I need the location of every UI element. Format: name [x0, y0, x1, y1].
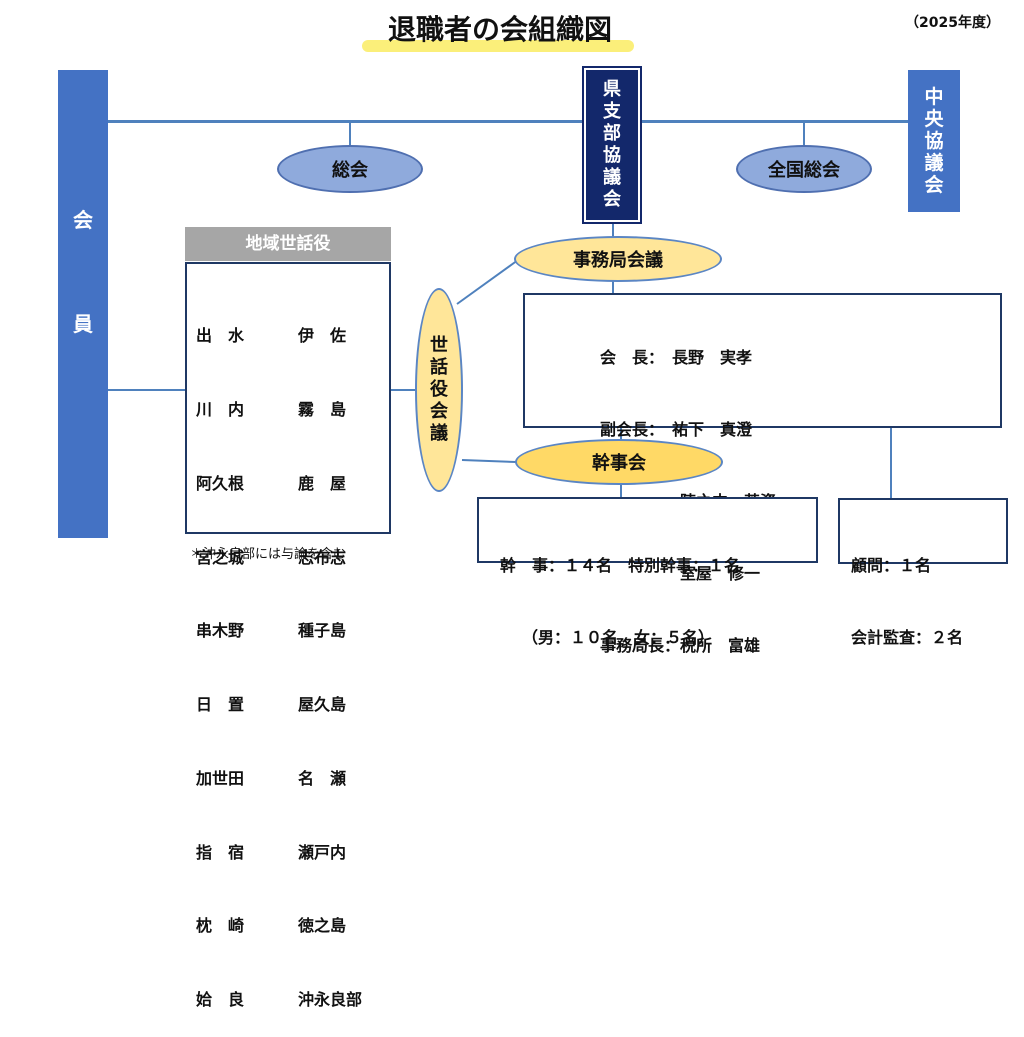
region-item: 鹿 屋: [298, 473, 347, 493]
connector-advisors: [890, 428, 892, 498]
connector-member-regional: [108, 389, 185, 391]
general-assembly-ellipse: 総会: [277, 145, 423, 193]
vertical-char: 中: [924, 86, 944, 108]
region-item: 志布志: [298, 547, 347, 567]
vertical-char: 議: [430, 423, 448, 444]
caretaker-meeting-ellipse: 世話役会議: [415, 288, 463, 492]
regional-header: 地域世話役: [185, 227, 391, 261]
region-item: 阿久根: [196, 473, 245, 493]
top-horizontal-line: [108, 120, 908, 123]
region-item: 瀬戸内: [298, 842, 347, 862]
region-item: 加世田: [196, 768, 245, 788]
national-assembly-ellipse: 全国総会: [736, 145, 872, 193]
connector-general-assembly: [349, 120, 351, 146]
vertical-char: 会: [924, 174, 944, 196]
region-item: 宮之城: [196, 547, 245, 567]
connector-officers-executive: [620, 428, 622, 440]
vertical-char: 支: [603, 101, 621, 122]
region-item: 指 宿: [196, 842, 245, 862]
connector-diagonals: [456, 259, 519, 463]
advisors-text: 顧問：１名 会計監査：２名: [851, 506, 963, 674]
vertical-char: 部: [603, 123, 621, 144]
regional-note: ＊沖永良部には与論を含む: [190, 547, 347, 562]
region-item: 出 水: [196, 326, 245, 346]
region-item: 川 内: [196, 399, 245, 419]
regional-list-left: 出 水 川 内 阿久根 宮之城 串木野 日 置 加世田 指 宿 枕 崎 姶 良: [196, 275, 244, 1037]
executive-gender: （男：１０名 女：５名）: [522, 628, 715, 647]
connector-national-assembly: [803, 120, 805, 146]
connector-secretariat-officers: [612, 280, 614, 293]
region-item: 伊 佐: [298, 326, 347, 346]
regional-box: [185, 262, 391, 534]
region-item: 名 瀬: [298, 768, 347, 788]
region-item: 種子島: [298, 621, 347, 641]
region-item: 徳之島: [298, 916, 347, 936]
title-highlight: [362, 40, 634, 52]
vertical-char: 央: [924, 108, 944, 130]
connector-council-secretariat: [612, 224, 614, 238]
advisors-box: [838, 498, 1008, 564]
region-item: 霧 島: [298, 399, 347, 419]
region-item: 姶 良: [196, 990, 245, 1010]
vertical-char: 協: [603, 145, 621, 166]
member-char-1: 会: [73, 208, 93, 232]
connector-regional-caretaker: [391, 389, 416, 391]
fiscal-year: （2025年度）: [905, 15, 1000, 31]
executive-info-box: [477, 497, 818, 563]
page-title: 退職者の会組織図: [387, 13, 612, 46]
secretariat-meeting-ellipse: 事務局会議: [514, 236, 722, 282]
advisor-row: 顧問：１名: [851, 556, 932, 575]
auditor-row: 会計監査：２名: [851, 628, 964, 647]
executive-count: 幹 事：１４名 特別幹事：１名: [500, 556, 741, 575]
member-char-2: 員: [73, 312, 93, 336]
officers-box: [523, 293, 1002, 428]
region-item: 串木野: [196, 621, 245, 641]
vertical-char: 話: [430, 357, 448, 378]
region-item: 枕 崎: [196, 916, 245, 936]
region-item: 屋久島: [298, 695, 347, 715]
vertical-char: 県: [603, 79, 621, 100]
connector-executive-info: [620, 484, 622, 497]
vertical-char: 役: [430, 379, 448, 400]
vertical-char: 議: [924, 152, 944, 174]
executive-meeting-ellipse: 幹事会: [515, 439, 723, 485]
vertical-char: 議: [603, 167, 621, 188]
region-item: 日 置: [196, 695, 245, 715]
central-council-box: 中央協議会: [908, 70, 960, 212]
prefecture-council-box: 県支部協議会: [582, 66, 642, 224]
vertical-char: 協: [924, 130, 944, 152]
officer-row: 副会長： 祐下 真澄: [600, 420, 753, 439]
region-item: 沖永良部: [298, 990, 363, 1010]
executive-info-text: 幹 事：１４名 特別幹事：１名 （男：１０名 女：５名）: [500, 506, 740, 674]
member-bar: 会 員: [58, 70, 108, 538]
regional-list-right: 伊 佐 霧 島 鹿 屋 志布志 種子島 屋久島 名 瀬 瀬戸内 徳之島 沖永良部: [298, 275, 362, 1037]
vertical-char: 世: [430, 335, 448, 356]
officer-row: 会 長： 長野 実孝: [600, 348, 753, 367]
vertical-char: 会: [430, 401, 448, 422]
vertical-char: 会: [603, 189, 621, 210]
